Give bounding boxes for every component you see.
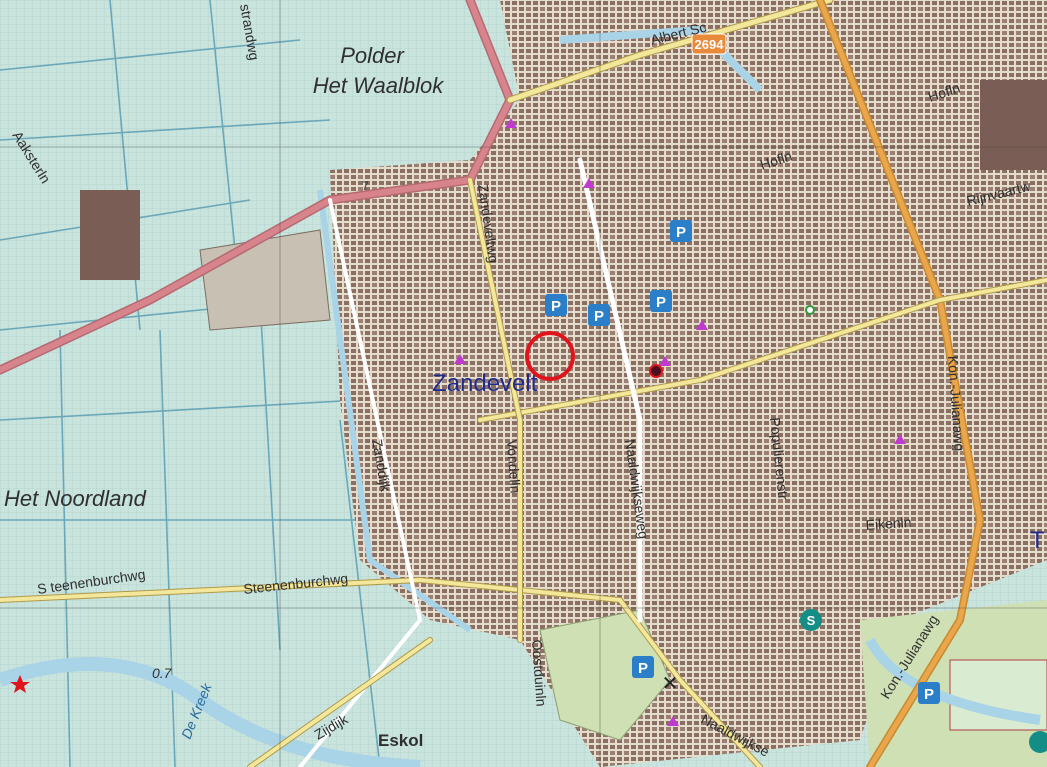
road-shield: [691, 33, 727, 55]
large-building-ne: [980, 80, 1047, 170]
waterways: [0, 25, 1041, 767]
district-label: Zandevelt: [432, 370, 538, 397]
area-label-polder: Polder: [340, 43, 405, 68]
parking-label: P: [656, 294, 666, 311]
street-label-vondelln: Vondelln: [504, 439, 524, 494]
area-label-noordland: Het Noordland: [4, 486, 147, 511]
green-point-icon: [805, 305, 815, 315]
built-up-area: [330, 20, 1047, 767]
edge-letter-label: T: [1030, 527, 1045, 554]
parking-label: P: [676, 224, 686, 241]
parking-label: P: [551, 298, 561, 315]
station-icon-2[interactable]: [1029, 731, 1047, 753]
parking-label: P: [924, 686, 934, 703]
elevation-label: 0.7: [152, 665, 173, 681]
area-label-polder-name: Het Waalblok: [313, 73, 444, 98]
poi-triangles: [454, 118, 906, 726]
windmill-icon: ✕: [662, 671, 679, 695]
star-icon: [10, 675, 30, 693]
station-label: S: [807, 613, 816, 628]
street-label-oostduinln: Oostduinln: [529, 639, 550, 707]
large-building: [80, 190, 140, 280]
area-label-eskol: Eskol: [378, 731, 423, 750]
church-icon: [649, 364, 663, 378]
built-up-area-north: [500, 0, 1047, 100]
parking-label: P: [594, 308, 604, 325]
street-label-eikenln: Eikenln: [865, 514, 912, 533]
street-label-kon-julianawg: Kon.-Julianawg: [945, 355, 968, 452]
selected-location-marker[interactable]: [525, 331, 575, 381]
station-icon[interactable]: [800, 609, 822, 631]
small-number-label: 7: [362, 179, 369, 193]
parking-signs[interactable]: P P P P P P: [545, 220, 940, 704]
road-shield-number: 2694: [695, 37, 725, 52]
parking-label: P: [638, 660, 648, 677]
cemetery: [539, 609, 671, 741]
